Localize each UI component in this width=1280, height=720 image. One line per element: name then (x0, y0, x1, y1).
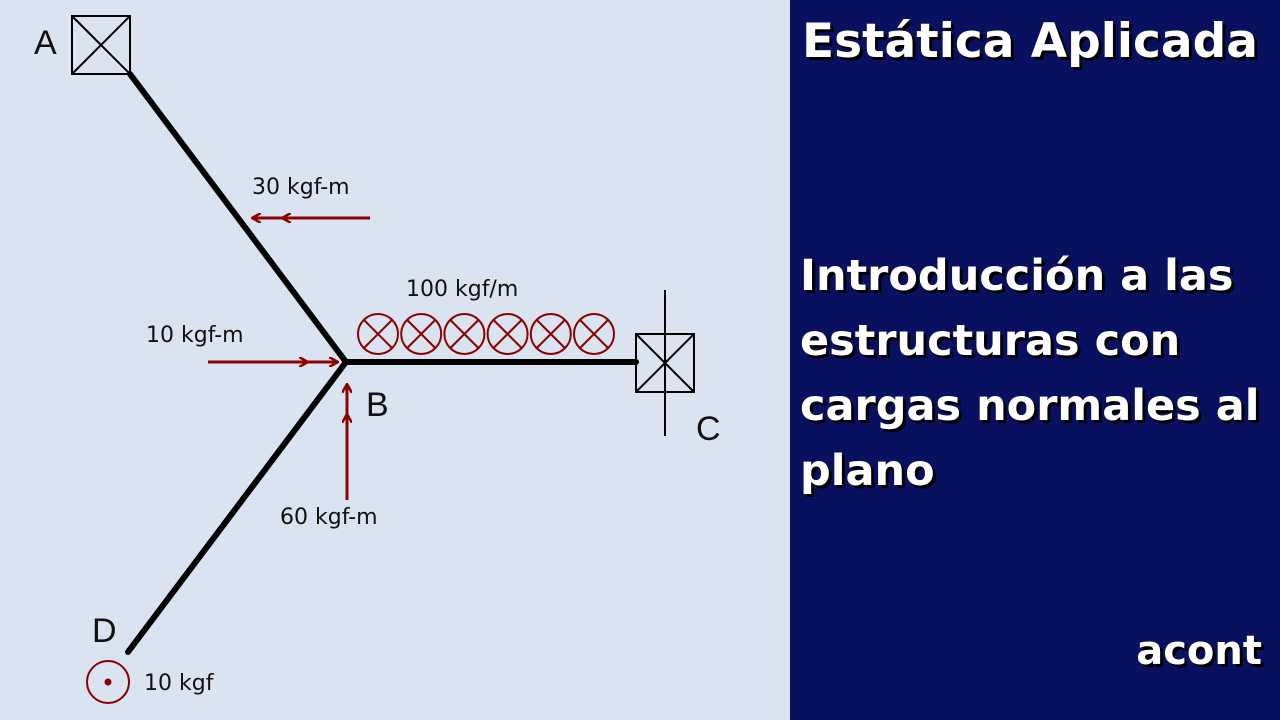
point-load-out-of-plane-icon (86, 660, 130, 704)
load-into-plane-icon (400, 313, 443, 355)
subtitle: Introducción a las estructuras con carga… (800, 251, 1260, 496)
member-ab (127, 71, 349, 365)
members (125, 71, 639, 655)
moment-label-ab: 30 kgf-m (252, 175, 350, 200)
distributed-load-label: 100 kgf/m (406, 277, 518, 302)
title: Estática Aplicada (802, 14, 1258, 69)
node-label-c: C (696, 410, 721, 448)
support-c (635, 290, 695, 436)
member-bd (125, 359, 349, 655)
load-into-plane-icon (529, 313, 572, 355)
moment-label-b-vertical: 60 kgf-m (280, 505, 378, 530)
node-label-b: B (366, 386, 389, 424)
title-panel: Estática Aplicada Introducción a las est… (790, 0, 1280, 720)
point-load-label: 10 kgf (144, 671, 215, 696)
moment-label-b-horizontal: 10 kgf-m (146, 323, 244, 348)
fixed-support-a (71, 15, 131, 75)
node-label-d: D (92, 612, 117, 650)
load-into-plane-icon (443, 313, 486, 355)
structure-diagram: A B C D 30 kgf-m 10 kgf-m 60 kgf-m 100 k… (34, 15, 721, 704)
load-into-plane-icon (573, 313, 615, 355)
author: acont (1136, 628, 1262, 674)
distributed-load-symbols (357, 313, 615, 355)
load-into-plane-icon (357, 313, 399, 355)
node-label-a: A (34, 24, 57, 62)
load-into-plane-icon (486, 313, 529, 355)
